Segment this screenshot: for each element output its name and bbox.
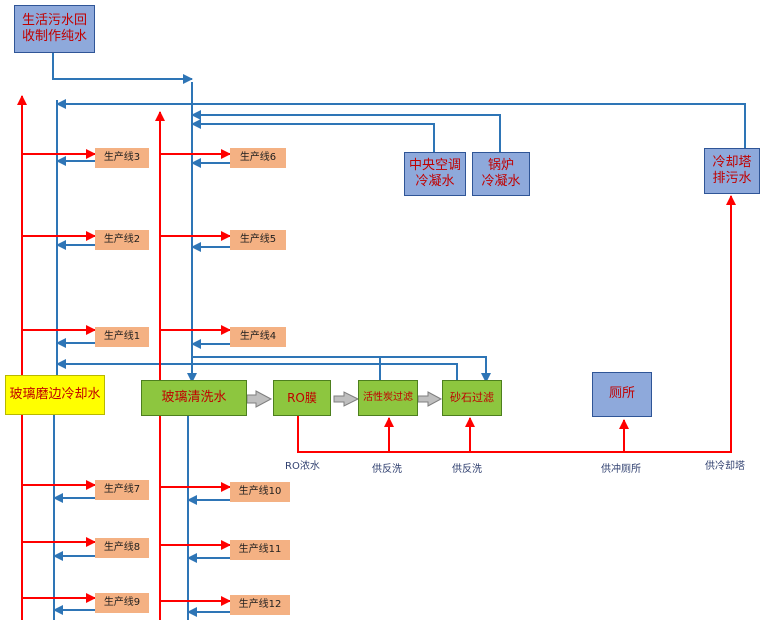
line-label: 生产线2 [103, 233, 141, 245]
boiler-label-1: 锅炉 [487, 157, 514, 173]
carbon-label: 活性炭过滤 [363, 391, 413, 403]
ac-label-2: 冷凝水 [415, 174, 455, 189]
line-label: 生产线5 [239, 233, 277, 245]
line-label: 生产线7 [103, 483, 141, 495]
toilet-box: 厕所 [592, 372, 652, 417]
domestic-sewage-box: 生活污水回 收制作纯水 [14, 5, 95, 53]
domestic-label-1: 生活污水回 [21, 12, 87, 28]
production-line-12: 生产线12 [230, 595, 290, 615]
tower-return-line [56, 99, 746, 148]
boiler-label-2: 冷凝水 [481, 174, 521, 189]
line-label: 生产线8 [103, 541, 141, 553]
glass-edge-cooling-box: 玻璃磨边冷却水 [5, 375, 105, 415]
production-line-4: 生产线4 [230, 327, 286, 347]
line-label: 生产线1 [103, 330, 141, 342]
production-line-6: 生产线6 [230, 148, 286, 168]
line-label: 生产线3 [103, 151, 141, 163]
ac-label-1: 中央空调 [408, 157, 461, 173]
glass-wash-box: 玻璃清洗水 [141, 380, 247, 416]
line-label: 生产线11 [238, 543, 282, 555]
production-line-5: 生产线5 [230, 230, 286, 250]
production-line-1: 生产线1 [95, 327, 149, 347]
sand-label: 砂石过滤 [450, 391, 494, 405]
tower-label-1: 冷却塔 [712, 154, 752, 170]
production-line-9: 生产线9 [95, 593, 149, 613]
line-label: 生产线4 [239, 330, 277, 342]
production-line-7: 生产线7 [95, 480, 149, 500]
domestic-return-line [52, 53, 193, 84]
toilet-label: 厕所 [608, 386, 635, 402]
backwash-label-1: 供反洗 [372, 464, 402, 475]
line-label: 生产线6 [239, 151, 277, 163]
toilet-supply-label: 供冲厕所 [601, 464, 641, 475]
boiler-condensate-box: 锅炉 冷凝水 [472, 152, 530, 196]
production-line-3: 生产线3 [95, 148, 149, 168]
tower-supply-label: 供冷却塔 [705, 461, 745, 472]
backwash-label-2: 供反洗 [452, 464, 482, 475]
production-line-8: 生产线8 [95, 538, 149, 558]
ro-label: RO膜 [287, 390, 317, 405]
line-label: 生产线10 [238, 485, 282, 497]
line-label: 生产线12 [238, 598, 282, 610]
ac-condensate-box: 中央空调 冷凝水 [404, 152, 466, 196]
tower-label-2: 排污水 [712, 171, 752, 186]
line-label: 生产线9 [103, 596, 141, 608]
cooling-tower-box: 冷却塔 排污水 [704, 148, 760, 194]
sand-filter-box: 砂石过滤 [442, 380, 502, 416]
glass-edge-label: 玻璃磨边冷却水 [9, 386, 101, 402]
domestic-label-2: 收制作纯水 [21, 29, 87, 44]
boiler-return-line [191, 110, 501, 152]
production-line-10: 生产线10 [230, 482, 290, 502]
production-line-2: 生产线2 [95, 230, 149, 250]
glass-wash-label: 玻璃清洗水 [161, 389, 227, 405]
carbon-filter-box: 活性炭过滤 [358, 380, 418, 416]
ro-concentrate-label: RO浓水 [285, 461, 320, 472]
ac-return-line [191, 119, 435, 152]
production-line-11: 生产线11 [230, 540, 290, 560]
ro-membrane-box: RO膜 [273, 380, 331, 416]
